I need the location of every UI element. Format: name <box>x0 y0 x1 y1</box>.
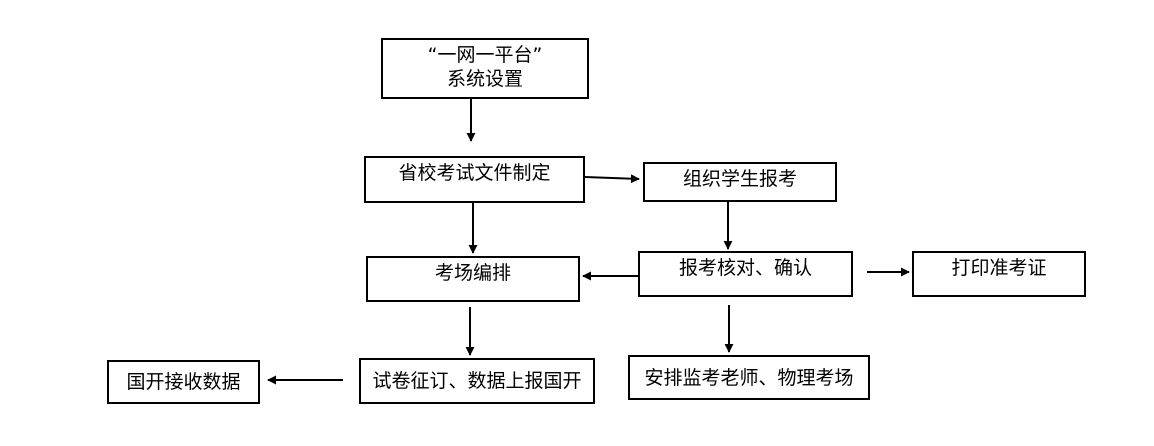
node-organize-registration-label: 组织学生报考 <box>682 168 797 190</box>
node-platform-setup-line2: 系统设置 <box>446 68 523 90</box>
node-arrange-invigilators: 安排监考老师、物理考场 <box>628 355 870 400</box>
node-guokai-receive-label: 国开接收数据 <box>126 371 241 393</box>
node-paper-order-label: 试卷征订、数据上报国开 <box>372 370 582 392</box>
node-venue-arrangement-label: 考场编排 <box>434 262 511 284</box>
node-platform-setup: “一网一平台” 系统设置 <box>381 38 589 99</box>
node-guokai-receive: 国开接收数据 <box>107 360 260 404</box>
node-paper-order: 试卷征订、数据上报国开 <box>359 358 595 404</box>
node-exam-doc-label: 省校考试文件制定 <box>398 162 551 184</box>
node-print-admission-label: 打印准考证 <box>951 257 1047 279</box>
node-registration-verify: 报考核对、确认 <box>638 251 853 297</box>
node-print-admission: 打印准考证 <box>912 251 1086 297</box>
node-arrange-invigilators-label: 安排监考老师、物理考场 <box>644 366 854 389</box>
node-registration-verify-label: 报考核对、确认 <box>678 257 812 279</box>
node-platform-setup-line1: “一网一平台” <box>427 44 543 66</box>
arrow-exam-doc-to-organize <box>584 174 640 184</box>
node-organize-registration: 组织学生报考 <box>643 162 837 202</box>
node-exam-doc: 省校考试文件制定 <box>364 156 585 203</box>
node-venue-arrangement: 考场编排 <box>366 256 580 302</box>
